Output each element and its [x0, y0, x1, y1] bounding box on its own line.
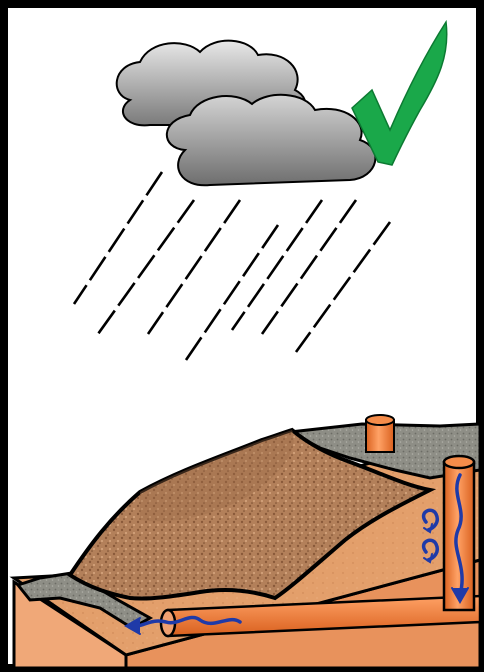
pipe-icon	[366, 415, 394, 452]
